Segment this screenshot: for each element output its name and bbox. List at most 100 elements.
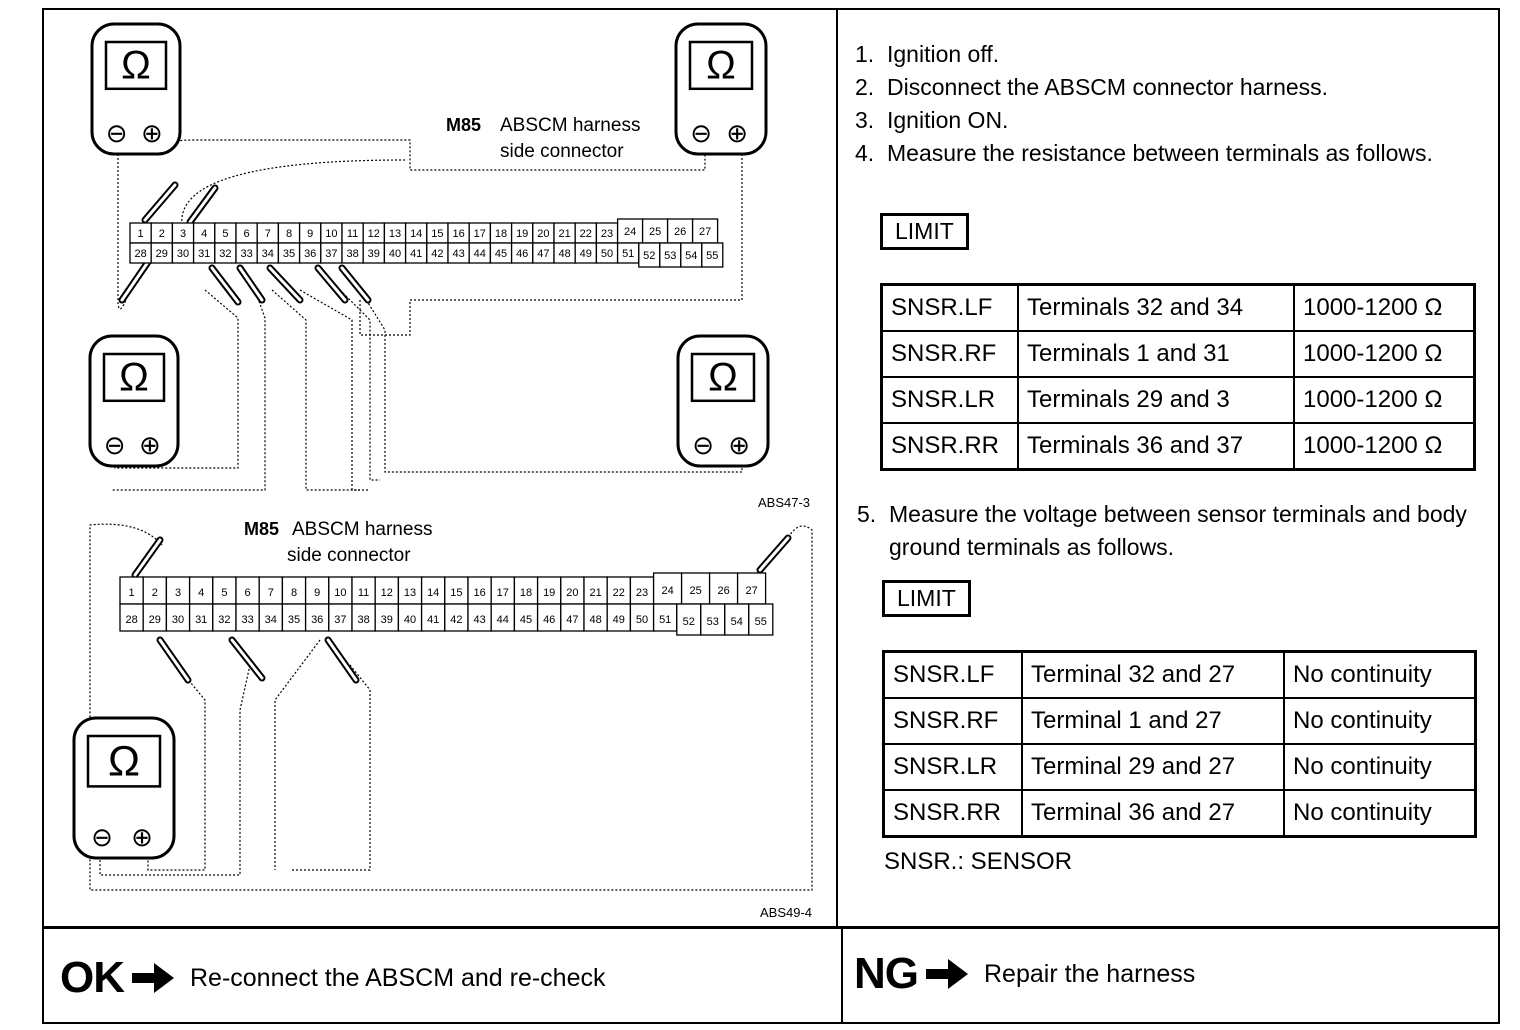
harness-wire bbox=[271, 289, 360, 491]
step-2: 2.Disconnect the ABSCM connector harness… bbox=[855, 74, 1329, 100]
pin-number: 19 bbox=[543, 587, 555, 599]
continuity-cell: Terminal 1 and 27 bbox=[1021, 697, 1285, 745]
ohmmeter-display bbox=[104, 40, 168, 91]
pin-number: 49 bbox=[580, 248, 592, 260]
pin-number: 42 bbox=[450, 614, 462, 626]
connector-pin bbox=[666, 218, 694, 244]
pin-number: 51 bbox=[659, 614, 671, 626]
continuity-cell: Terminal 36 and 27 bbox=[1021, 789, 1285, 838]
pin-number: 20 bbox=[537, 228, 549, 240]
harness-wire bbox=[339, 289, 380, 481]
pin-number: 20 bbox=[566, 587, 578, 599]
pin-number: 2 bbox=[152, 587, 158, 599]
pin-number: 33 bbox=[241, 614, 253, 626]
pin-number: 33 bbox=[240, 248, 252, 260]
pin-number: 50 bbox=[636, 614, 648, 626]
top-figure-id: ABS47-3 bbox=[758, 495, 810, 510]
pin-number: 3 bbox=[175, 587, 181, 599]
connector-pin bbox=[701, 242, 724, 268]
pin-number: 46 bbox=[516, 248, 528, 260]
top-connector-label-1: ABSCM harness bbox=[500, 115, 640, 136]
resistance-cell: Terminals 36 and 37 bbox=[1017, 422, 1295, 471]
plus-terminal-icon: ⊕ bbox=[139, 430, 161, 460]
pin-number: 9 bbox=[314, 587, 320, 599]
ohmmeter-display bbox=[102, 352, 166, 403]
pin-number: 26 bbox=[674, 226, 686, 238]
pin-number: 29 bbox=[156, 248, 168, 260]
pin-number: 25 bbox=[649, 226, 661, 238]
probe-highlight bbox=[188, 186, 217, 224]
top-connector-label-2: side connector bbox=[500, 141, 624, 162]
pin-number: 36 bbox=[304, 248, 316, 260]
pin-number: 38 bbox=[357, 614, 369, 626]
ok-action: Re-connect the ABSCM and re-check bbox=[190, 963, 606, 992]
resistance-cell: SNSR.LR bbox=[880, 376, 1019, 424]
step-4: 4.Measure the resistance between termina… bbox=[855, 140, 1433, 166]
pin-number: 47 bbox=[566, 614, 578, 626]
resistance-cell: SNSR.RR bbox=[880, 422, 1019, 471]
pin-number: 55 bbox=[706, 250, 718, 262]
pin-number: 44 bbox=[497, 614, 509, 626]
pin-number: 9 bbox=[307, 228, 313, 240]
pin-number: 32 bbox=[219, 248, 231, 260]
probe-highlight bbox=[133, 538, 162, 577]
pin-number: 54 bbox=[685, 250, 697, 262]
bottom-connector-label-2: side connector bbox=[287, 545, 411, 566]
pin-number: 19 bbox=[516, 228, 528, 240]
pin-number: 41 bbox=[410, 248, 422, 260]
pin-number: 17 bbox=[497, 587, 509, 599]
pin-number: 32 bbox=[218, 614, 230, 626]
connector-pin bbox=[652, 572, 683, 605]
pin-number: 24 bbox=[624, 226, 636, 238]
pin-number: 7 bbox=[268, 587, 274, 599]
pin-number: 39 bbox=[381, 614, 393, 626]
pin-number: 40 bbox=[404, 614, 416, 626]
limit-label-1: LIMIT bbox=[880, 213, 969, 250]
pin-number: 27 bbox=[699, 226, 711, 238]
ohm-icon: Ω bbox=[108, 737, 140, 785]
pin-number: 8 bbox=[286, 228, 292, 240]
pin-number: 16 bbox=[473, 587, 485, 599]
pin-number: 4 bbox=[201, 228, 207, 240]
pin-number: 29 bbox=[149, 614, 161, 626]
ohmmeter-display bbox=[690, 352, 756, 403]
pin-number: 21 bbox=[558, 228, 570, 240]
pin-number: 14 bbox=[427, 587, 439, 599]
pin-number: 18 bbox=[520, 587, 532, 599]
resistance-cell: 1000-1200 Ω bbox=[1293, 376, 1476, 424]
pin-number: 6 bbox=[245, 587, 251, 599]
pin-number: 1 bbox=[129, 587, 135, 599]
procedure-steps: 1.Ignition off. 2.Disconnect the ABSCM c… bbox=[855, 38, 1475, 560]
ok-result: OK Re-connect the ABSCM and re-check bbox=[60, 948, 605, 1008]
pin-number: 18 bbox=[495, 228, 507, 240]
harness-wire bbox=[114, 289, 239, 469]
continuity-cell: SNSR.LF bbox=[882, 650, 1023, 699]
pin-number: 48 bbox=[558, 248, 570, 260]
ohm-icon: Ω bbox=[706, 44, 736, 88]
pin-number: 34 bbox=[265, 614, 277, 626]
bottom-connector-label-1: ABSCM harness bbox=[292, 519, 432, 540]
harness-wire bbox=[299, 289, 370, 491]
pin-number: 15 bbox=[431, 228, 443, 240]
arrow-right-icon bbox=[132, 963, 174, 993]
connector-pin bbox=[700, 603, 726, 636]
connector-pin bbox=[691, 218, 719, 244]
top-connector-code: M85 bbox=[446, 115, 481, 135]
pin-number: 15 bbox=[450, 587, 462, 599]
continuity-cell: SNSR.RF bbox=[882, 697, 1023, 745]
continuity-cell: No continuity bbox=[1283, 697, 1477, 745]
pin-number: 36 bbox=[311, 614, 323, 626]
probe-highlight bbox=[268, 266, 302, 302]
pin-number: 13 bbox=[404, 587, 416, 599]
pin-number: 24 bbox=[661, 585, 673, 597]
ohm-icon: Ω bbox=[119, 356, 149, 400]
connector-pin bbox=[748, 603, 774, 636]
page-frame bbox=[42, 8, 1500, 1024]
bottom-figure-id: ABS49-4 bbox=[760, 905, 812, 920]
pin-number: 13 bbox=[389, 228, 401, 240]
